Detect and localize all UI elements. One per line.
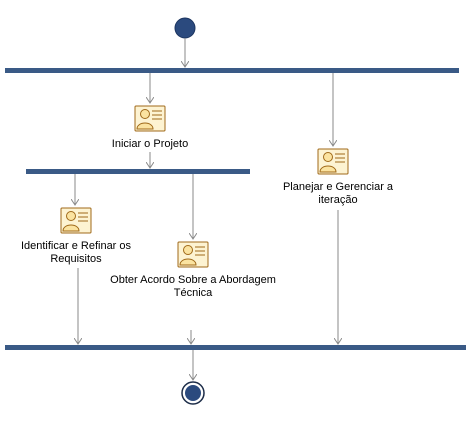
join-bar-bottom[interactable] bbox=[5, 345, 466, 350]
activity-label-line: Técnica bbox=[173, 287, 213, 299]
final-node-inner bbox=[185, 385, 201, 401]
activity-label-identificar: Identificar e Refinar os Requisitos bbox=[6, 240, 146, 266]
activity-label-line: iteração bbox=[318, 194, 358, 206]
activity-label-line: Obter Acordo Sobre a Abordagem bbox=[110, 274, 276, 286]
fork-bar-top[interactable] bbox=[5, 68, 459, 73]
activity-label-line: Identificar e Refinar os bbox=[20, 240, 132, 252]
fork-bar-middle[interactable] bbox=[26, 169, 250, 174]
activity-label-line: Planejar e Gerenciar a bbox=[282, 181, 394, 193]
activity-label-planejar: Planejar e Gerenciar a iteração bbox=[263, 181, 413, 207]
role-activity-icon[interactable] bbox=[317, 148, 349, 175]
transitions bbox=[75, 38, 338, 380]
activity-label-line: Iniciar o Projeto bbox=[111, 138, 189, 150]
activity-label-line: Requisitos bbox=[50, 253, 102, 265]
activity-label-iniciar: Iniciar o Projeto bbox=[90, 138, 210, 151]
initial-node[interactable] bbox=[174, 17, 196, 39]
role-activity-icon[interactable] bbox=[60, 207, 92, 234]
role-activity-icon[interactable] bbox=[177, 241, 209, 268]
role-activity-icon[interactable] bbox=[134, 105, 166, 132]
activity-label-obter: Obter Acordo Sobre a Abordagem Técnica bbox=[98, 274, 288, 300]
